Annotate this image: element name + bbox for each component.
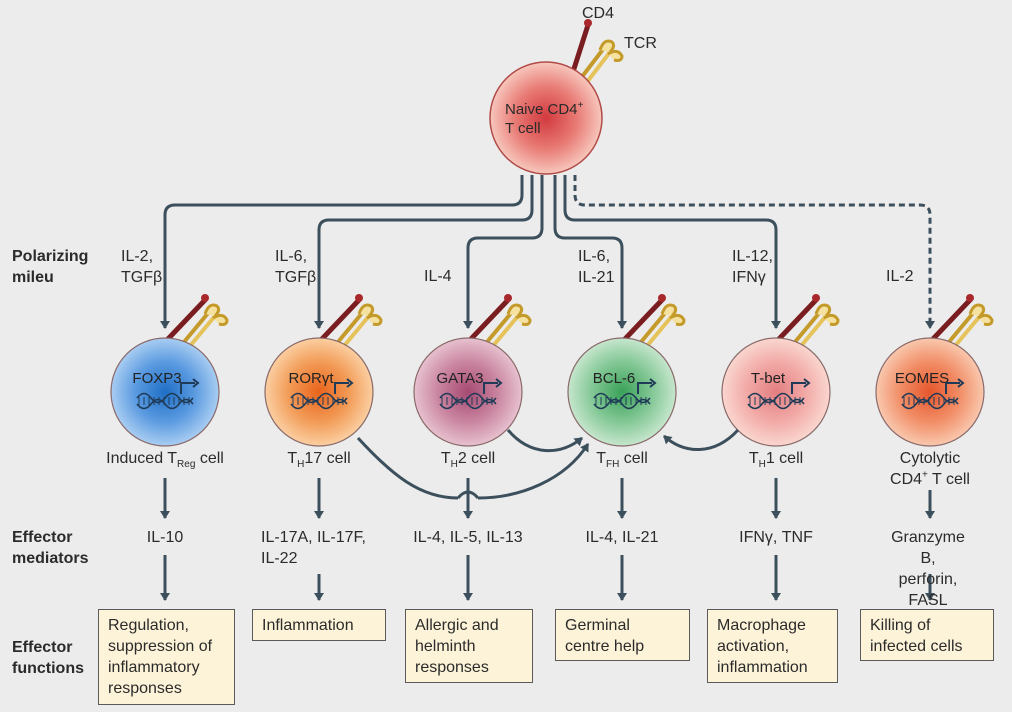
mediator-arrows	[160, 478, 935, 519]
cell-type-text: T	[440, 450, 451, 467]
lineage-cell-3	[567, 294, 686, 447]
dna-gene-icon	[901, 378, 965, 410]
cell-type-text-end: 1 cell	[765, 450, 804, 467]
cell-type-subscript: H	[758, 459, 766, 471]
cell-type-text-end: T cell	[927, 471, 970, 488]
polarizing-cytokines: IL-6, TGFβ	[275, 248, 317, 286]
arrow-th17-to-tfh	[356, 438, 588, 500]
cd4-receptor-icon	[318, 297, 362, 343]
effector-mediators: Granzyme B, perforin, FASL	[891, 529, 965, 609]
cell-type-text: Cytolytic CD4	[890, 450, 961, 488]
cd4-receptor-icon	[467, 297, 511, 343]
transcription-factor-label: FOXP3	[132, 370, 182, 387]
tfh-cross-arrows	[356, 428, 740, 500]
arrow-th2-to-tfh	[506, 429, 583, 452]
cd4-receptor-icon	[621, 297, 665, 343]
cell-type-superscript: +	[922, 469, 928, 481]
dna-gene-icon	[593, 378, 657, 410]
lineage-cell-5	[875, 294, 994, 447]
transcription-factor-label: BCL-6	[592, 370, 636, 387]
cell-type-text-end: 2 cell	[457, 450, 496, 467]
lineage-cell-2	[413, 294, 532, 447]
line-hop	[456, 490, 480, 500]
cd4-receptor-icon	[775, 297, 819, 343]
cell-type-label: Cytolytic CD4+ T cell	[890, 448, 970, 490]
row-label-polarizing: Polarizing mileu	[12, 248, 89, 286]
cell-type-subscript: FH	[605, 459, 620, 471]
tcr-label: TCR	[624, 35, 657, 52]
cell-type-subscript: H	[450, 459, 458, 471]
transcription-factor-label: EOMES	[894, 370, 950, 387]
lineage-cell-1	[264, 294, 383, 447]
function-arrows	[160, 555, 935, 601]
cell-type-subscript: Reg	[177, 459, 196, 471]
cd4-label: CD4	[582, 5, 615, 22]
transcription-factor-label: T-bet	[750, 370, 786, 387]
polarizing-cytokines: IL-4	[424, 268, 452, 285]
effector-mediators: IL-4, IL-21	[585, 529, 659, 546]
transcription-factor-label: RORγt	[288, 370, 334, 387]
effector-mediators: IL-17A, IL-17F, IL-22	[261, 529, 366, 567]
dna-gene-icon	[747, 378, 811, 410]
effector-function-box: Germinal centre help	[555, 609, 690, 661]
cell-type-text: T	[596, 450, 606, 467]
cell-type-text: Induced T	[106, 450, 178, 467]
cell-type-text-end: 17 cell	[304, 450, 351, 467]
lineage-cell-4	[721, 294, 840, 447]
polarizing-cytokines: IL-2, TGFβ	[121, 248, 163, 286]
naive-label-line2: T cell	[505, 120, 541, 137]
cell-type-text: T	[287, 450, 298, 467]
transcription-factor-label: GATA3	[436, 370, 484, 387]
cell-type-text-end: cell	[195, 450, 224, 467]
naive-cell-label: Naive CD4+ T cell	[505, 100, 583, 138]
cell-type-text: T	[748, 450, 759, 467]
arrow-to-cytolytic	[573, 175, 935, 329]
polarizing-cytokines: IL-6, IL-21	[578, 248, 615, 286]
effector-function-box: Killing of infected cells	[860, 609, 994, 661]
cell-type-text-end: cell	[619, 450, 648, 467]
lineage-cell-0	[110, 294, 229, 447]
arrow-to-tfh	[553, 175, 627, 329]
cell-type-subscript: H	[297, 459, 305, 471]
cell-type-label: TH17 cell	[287, 448, 351, 471]
dna-gene-icon	[290, 378, 354, 410]
effector-mediators: IFNγ, TNF	[739, 529, 813, 546]
effector-mediators: IL-10	[146, 529, 184, 546]
naive-label-line1: Naive CD4	[505, 101, 578, 118]
dna-gene-icon	[136, 378, 200, 410]
cell-type-label: Induced TReg cell	[106, 448, 224, 471]
row-label-mediators: Effector mediators	[12, 529, 89, 567]
row-label-functions: Effector functions	[12, 639, 84, 677]
arrow-th1-to-tfh	[662, 428, 740, 451]
polarizing-cytokines: IL-2	[886, 268, 914, 285]
dna-gene-icon	[439, 378, 503, 410]
cell-type-label: TFH cell	[596, 448, 648, 471]
effector-mediators: IL-4, IL-5, IL-13	[413, 529, 523, 546]
effector-function-box: Macrophage activation, inflammation	[707, 609, 838, 683]
cell-type-label: TH1 cell	[748, 448, 804, 471]
cd4-receptor-icon	[929, 297, 973, 343]
naive-label-sup: +	[577, 100, 584, 111]
effector-function-box: Allergic and helminth responses	[405, 609, 533, 683]
effector-function-box: Inflammation	[252, 609, 386, 641]
naive-cd4-cell	[489, 19, 624, 175]
arrow-to-th2	[463, 175, 544, 329]
cd4-receptor-icon	[569, 22, 591, 78]
polarizing-cytokines: IL-12, IFNγ	[732, 248, 773, 286]
arrow-to-th17	[314, 175, 534, 329]
effector-function-box: Regulation, suppression of inflammatory …	[98, 609, 235, 705]
arrow-to-th1	[563, 175, 781, 329]
cell-type-label: TH2 cell	[440, 448, 496, 471]
polarization-arrows	[160, 175, 935, 329]
arrow-to-treg	[160, 175, 524, 329]
cd4-receptor-icon	[164, 297, 208, 343]
